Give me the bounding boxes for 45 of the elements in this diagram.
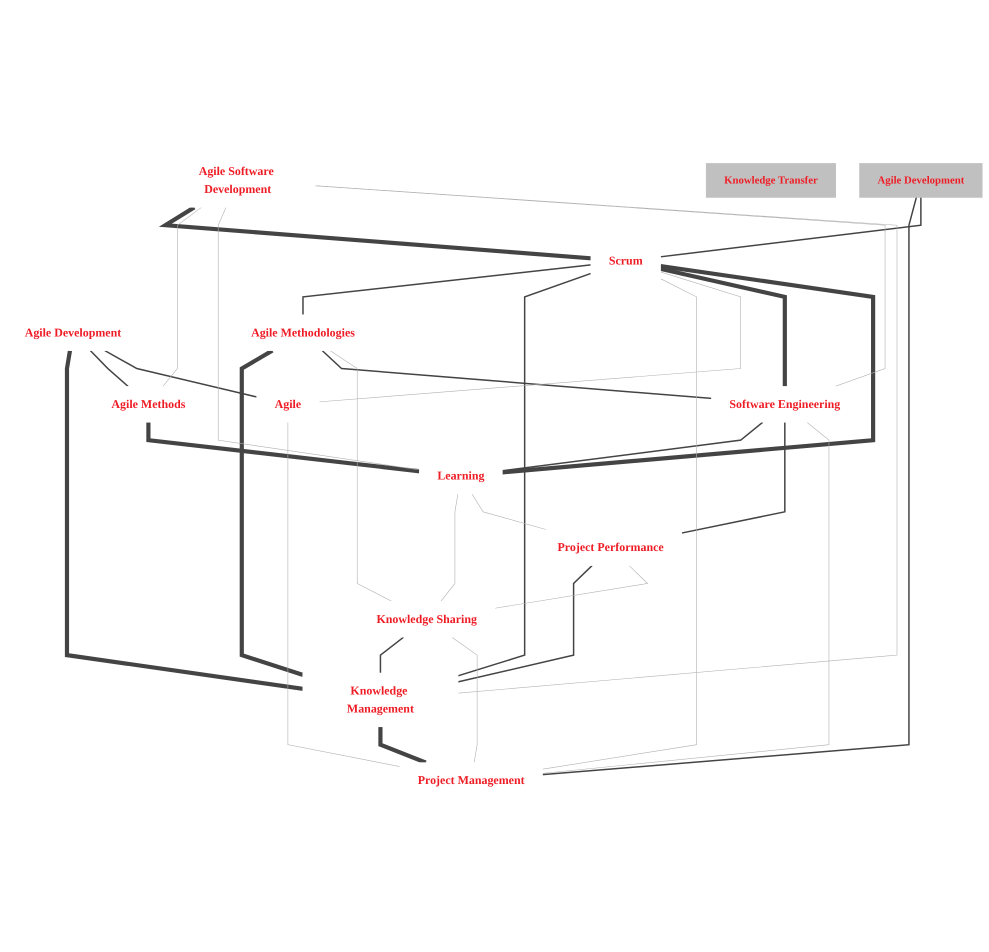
node-text: Learning [437,469,484,483]
node-text: Project Performance [558,541,664,554]
connector [162,207,202,387]
connector [458,272,592,677]
connector [494,565,648,609]
connector [158,206,592,260]
connector [330,350,392,602]
connector [315,186,886,387]
connector [146,422,420,474]
connector [378,726,427,765]
node-box: Agile Development [859,163,983,198]
node-text: Knowledge Sharing [376,612,477,626]
connector [322,350,712,400]
node-box: Knowledge Transfer [706,163,836,198]
connector [502,264,876,474]
connector [240,348,304,677]
connector [458,565,593,683]
connector [502,422,764,472]
connector [472,494,548,530]
connector [218,207,420,470]
node-text: Agile Methods [111,398,186,411]
node-text: Knowledge Management [346,684,414,716]
connector [440,494,458,602]
connector [542,422,830,774]
connector [315,185,898,694]
connector [542,197,918,776]
connector [318,272,741,402]
connector [380,636,404,674]
connector [452,636,478,763]
connector [90,350,129,387]
node-text: Scrum [608,254,643,268]
connector [660,266,787,386]
connector [104,350,257,398]
connector [302,264,591,315]
connector [542,278,697,770]
connector [288,422,400,767]
node-text: Project Management [418,774,525,788]
connector [64,350,304,691]
node-text: Software Engineering [729,398,840,411]
node-text: Agile Development [24,326,122,340]
node-text: Agile [274,398,302,411]
connector [681,422,786,534]
node-text: Agile Methodologies [251,326,355,340]
connector [660,197,922,258]
node-text: Agile Software Development [198,164,274,196]
